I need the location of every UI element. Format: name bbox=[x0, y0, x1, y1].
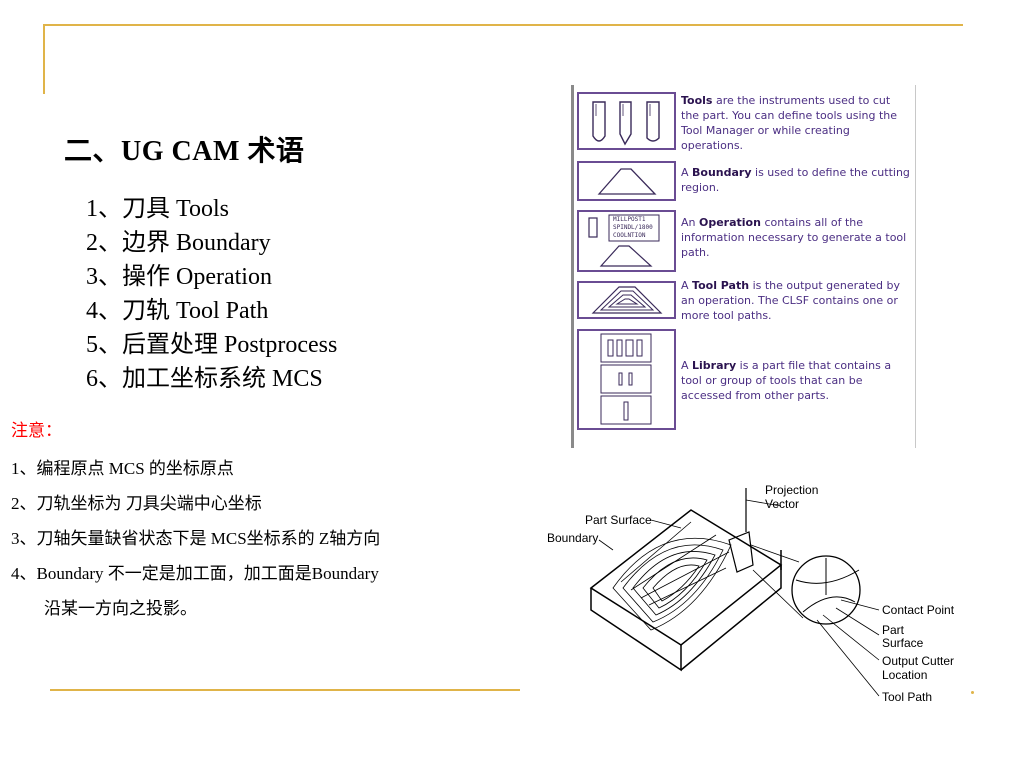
label-output-cutter-2: Location bbox=[882, 668, 927, 682]
part-block bbox=[589, 509, 783, 672]
cavity-toolpaths bbox=[612, 521, 732, 631]
tool-path-icon bbox=[591, 286, 663, 314]
boundary-icon bbox=[597, 168, 657, 195]
rule-dot bbox=[971, 691, 974, 694]
label-tool-path: Tool Path bbox=[882, 690, 932, 704]
library-thumbnail bbox=[577, 329, 676, 430]
note-item-3: 3、刀轴矢量缺省状态下是 MCS坐标系的 Z轴方向 bbox=[11, 529, 381, 548]
label-output-cutter-1: Output Cutter bbox=[882, 654, 954, 668]
operation-thumbnail bbox=[577, 210, 676, 272]
tools-thumbnail bbox=[577, 92, 676, 150]
label-part-surface-2b: Surface bbox=[882, 636, 924, 650]
label-projection-1: Projection bbox=[765, 483, 818, 497]
note-item-4-text: 4、Boundary 不一定是加工面，加工面是Boundary bbox=[11, 564, 379, 583]
note-item-4-continuation: 沿某一方向之投影。 bbox=[44, 599, 197, 618]
term-item-boundary: 2、边界 Boundary bbox=[86, 230, 271, 256]
term-item-operation: 3、操作 Operation bbox=[86, 264, 272, 290]
tool-path-description: A Tool Path is the output generated by a… bbox=[681, 279, 900, 322]
operation-description: An Operation contains all of the informa… bbox=[681, 216, 907, 259]
label-projection-2: Vector bbox=[765, 497, 799, 511]
library-description: A Library is a part file that contains a… bbox=[681, 359, 892, 402]
label-contact-point: Contact Point bbox=[882, 603, 955, 617]
term-item-tool-path: 4、刀轨 Tool Path bbox=[86, 298, 269, 324]
tools-icon bbox=[592, 101, 660, 146]
library-icon bbox=[600, 333, 652, 425]
term-item-postprocess: 5、后置处理 Postprocess bbox=[86, 332, 338, 358]
slide-heading: 二、UG CAM 术语 bbox=[64, 136, 305, 167]
tool-body bbox=[728, 488, 754, 573]
operation-term: Operation bbox=[699, 216, 761, 229]
boundary-term: Boundary bbox=[692, 166, 752, 179]
label-part-surface: Part Surface bbox=[585, 513, 652, 527]
operation-icon bbox=[588, 214, 660, 267]
detail-circle bbox=[791, 555, 861, 625]
boundary-thumbnail bbox=[577, 161, 676, 201]
detail-contents bbox=[795, 558, 860, 613]
notes-section: 注意： 1、编程原点 MCS 的坐标原点 2、刀轨坐标为 刀具尖端中心坐标 3、… bbox=[11, 418, 511, 619]
label-boundary: Boundary bbox=[547, 531, 598, 545]
leader-lines bbox=[598, 499, 880, 697]
note-item-4: 4、Boundary 不一定是加工面，加工面是Boundary 沿某一方向之投影… bbox=[11, 564, 511, 619]
term-item-mcs: 6、加工坐标系统 MCS bbox=[86, 366, 323, 392]
tool-path-term: Tool Path bbox=[692, 279, 750, 292]
terminology-panel: Tools are the instruments used to cut th… bbox=[571, 85, 919, 448]
term-list: 1、刀具 Tools 2、边界 Boundary 3、操作 Operation … bbox=[86, 192, 337, 396]
top-rule bbox=[43, 24, 963, 26]
operation-code-block: MILLPOST1 SPINDL/1800 COOLNTION bbox=[613, 216, 653, 239]
tools-term: Tools bbox=[681, 94, 713, 107]
note-item-2: 2、刀轨坐标为 刀具尖端中心坐标 bbox=[11, 494, 262, 513]
panel-rail-right bbox=[915, 85, 916, 448]
tool-path-thumbnail bbox=[577, 281, 676, 319]
notes-title: 注意： bbox=[11, 421, 62, 440]
library-term: Library bbox=[692, 359, 737, 372]
tools-description: Tools are the instruments used to cut th… bbox=[681, 94, 898, 152]
projection-diagram: Projection Vector Part Surface Boundary … bbox=[547, 483, 955, 704]
note-item-1: 1、编程原点 MCS 的坐标原点 bbox=[11, 459, 234, 478]
term-item-tools: 1、刀具 Tools bbox=[86, 196, 229, 222]
bottom-rule bbox=[50, 689, 520, 691]
label-part-surface-2a: Part bbox=[882, 623, 905, 637]
left-rule bbox=[43, 24, 45, 94]
notes-list: 1、编程原点 MCS 的坐标原点 2、刀轨坐标为 刀具尖端中心坐标 3、刀轴矢量… bbox=[11, 459, 511, 619]
boundary-description: A Boundary is used to define the cutting… bbox=[681, 166, 910, 194]
panel-rail bbox=[571, 85, 574, 448]
